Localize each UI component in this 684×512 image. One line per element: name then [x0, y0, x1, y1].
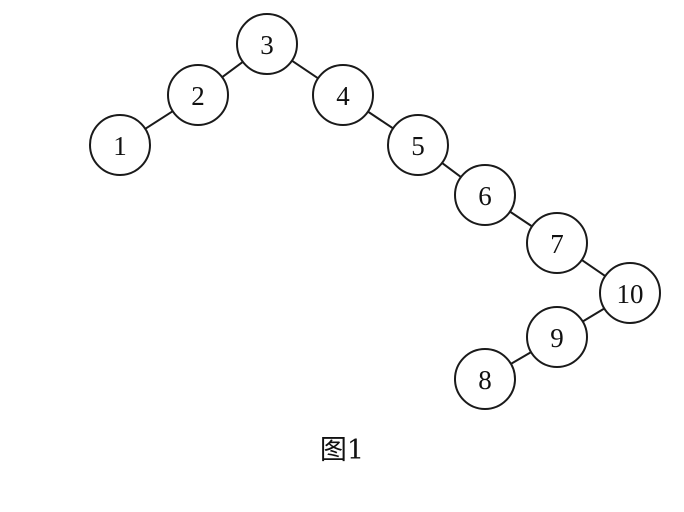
node-label-4: 4	[336, 81, 350, 111]
node-circle-10	[599, 262, 661, 324]
tree-node-3: 3	[236, 13, 298, 75]
node-label-8: 8	[478, 365, 492, 395]
node-circle-2	[167, 64, 229, 126]
edge-7-10	[581, 259, 606, 277]
tree-node-6: 6	[454, 164, 516, 226]
node-circle-1	[89, 114, 151, 176]
node-circle-8	[454, 348, 516, 410]
edge-4-5	[367, 110, 394, 130]
node-circle-4	[312, 64, 374, 126]
node-circle-6	[454, 164, 516, 226]
tree-node-2: 2	[167, 64, 229, 126]
node-circle-5	[387, 114, 449, 176]
node-label-2: 2	[191, 81, 205, 111]
node-circle-3	[236, 13, 298, 75]
node-circle-7	[526, 212, 588, 274]
edge-3-4	[291, 59, 319, 80]
node-label-6: 6	[478, 181, 492, 211]
node-label-7: 7	[550, 229, 564, 259]
node-label-5: 5	[411, 131, 425, 161]
tree-nodes: 3 2 4 1 5 6 7 10 9 8	[89, 13, 661, 410]
tree-node-7: 7	[526, 212, 588, 274]
tree-node-1: 1	[89, 114, 151, 176]
edge-9-8	[510, 351, 532, 365]
node-label-9: 9	[550, 323, 564, 353]
node-label-3: 3	[260, 30, 274, 60]
tree-node-5: 5	[387, 114, 449, 176]
figure-caption: 图1	[319, 435, 365, 466]
edge-6-7	[509, 210, 533, 228]
edge-10-9	[582, 307, 605, 323]
node-circle-9	[526, 306, 588, 368]
edge-5-6	[441, 162, 462, 178]
tree-node-10: 10	[599, 262, 661, 324]
tree-node-8: 8	[454, 348, 516, 410]
tree-node-4: 4	[312, 64, 374, 126]
node-label-1: 1	[113, 131, 127, 161]
node-label-10: 10	[617, 279, 644, 309]
edge-2-1	[144, 110, 174, 130]
edge-3-2	[221, 61, 244, 78]
tree-edges	[144, 59, 606, 365]
tree-node-9: 9	[526, 306, 588, 368]
